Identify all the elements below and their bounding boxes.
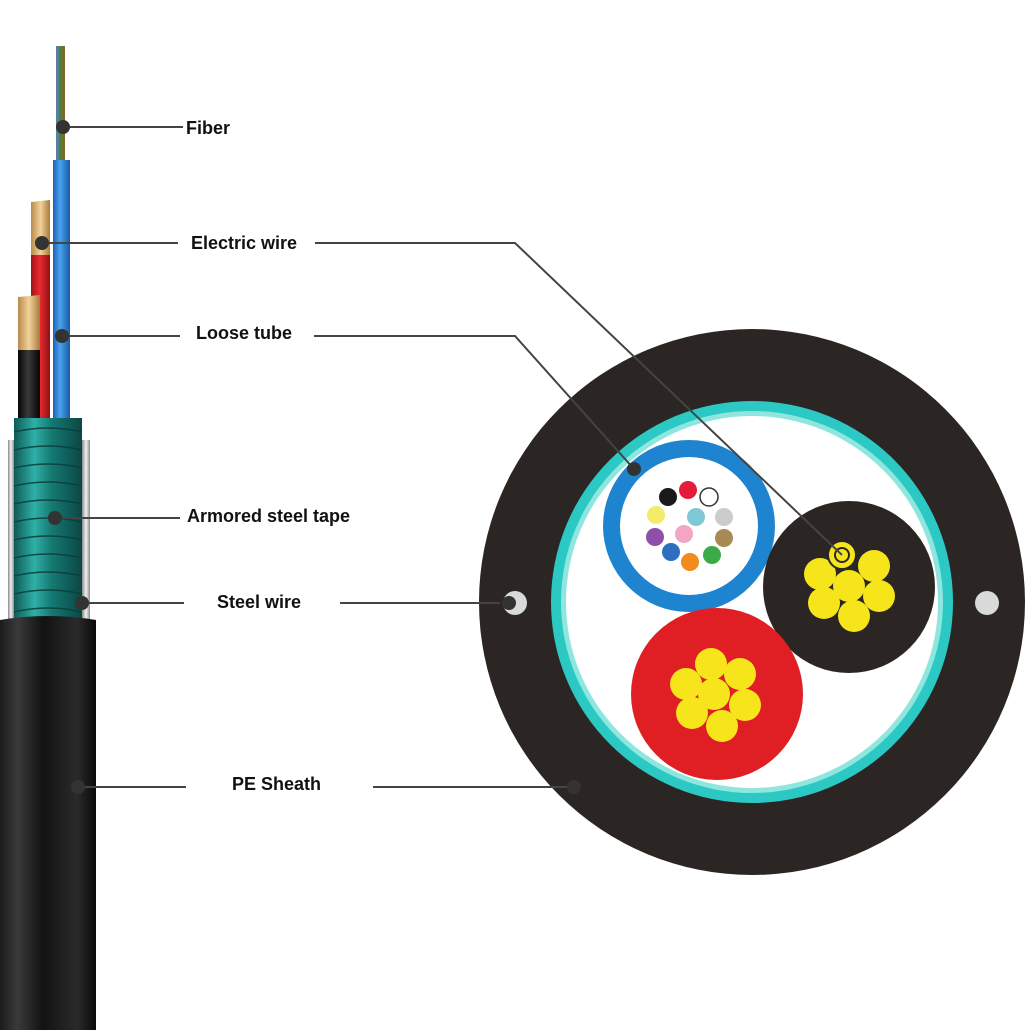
fiber-dot — [56, 120, 70, 134]
pe-sheath-section-dot — [567, 780, 581, 794]
pe-sheath-strand — [0, 616, 96, 1030]
fiber-core — [662, 543, 680, 561]
loose-tube-dot — [55, 329, 69, 343]
leader-dots — [35, 120, 641, 794]
steel-wire-label: Steel wire — [217, 592, 302, 612]
fiber-label: Fiber — [186, 118, 231, 138]
fiber-core — [647, 506, 665, 524]
steel-wire-dot — [75, 596, 89, 610]
fiber-core — [679, 481, 697, 499]
fiber-strand — [56, 46, 59, 166]
loose-tube-label: Loose tube — [196, 323, 293, 343]
cross-section — [479, 329, 1025, 875]
loose-tube-strand — [53, 160, 70, 420]
armored-steel-tape-label: Armored steel tape — [187, 506, 351, 526]
steel-wire-strand-right — [82, 440, 90, 620]
steel-wire-strand-left — [8, 440, 14, 620]
black-wire-conductors — [804, 550, 895, 632]
fiber-core — [699, 487, 719, 507]
electric-wire-label: Electric wire — [191, 233, 298, 253]
armored-tape-dot — [48, 511, 62, 525]
loose-tube-inner — [620, 457, 758, 595]
steel-wire-section-dot — [502, 596, 516, 610]
loose-tube-section-dot — [627, 462, 641, 476]
black-wire-strand — [18, 350, 40, 420]
fiber-core — [659, 488, 677, 506]
pe-sheath-label: PE Sheath — [232, 774, 322, 794]
cable-cutaway — [0, 46, 96, 1030]
leader-lines — [42, 126, 843, 788]
electric-wire-dot — [35, 236, 49, 250]
fiber-core — [703, 546, 721, 564]
copper-strand-bottom — [18, 295, 40, 352]
fiber-core — [687, 508, 705, 526]
pe-sheath-dot — [71, 780, 85, 794]
fiber-core — [675, 525, 693, 543]
fiber-core — [715, 508, 733, 526]
fiber-strand — [59, 46, 62, 166]
red-wire-conductors — [670, 648, 761, 742]
fiber-bundle — [646, 481, 733, 571]
fiber-core — [646, 528, 664, 546]
fiber-core — [681, 553, 699, 571]
tape-wraps — [13, 427, 83, 613]
fiber-core — [715, 529, 733, 547]
steel-wire-right — [975, 591, 999, 615]
fiber-strand — [62, 46, 65, 166]
